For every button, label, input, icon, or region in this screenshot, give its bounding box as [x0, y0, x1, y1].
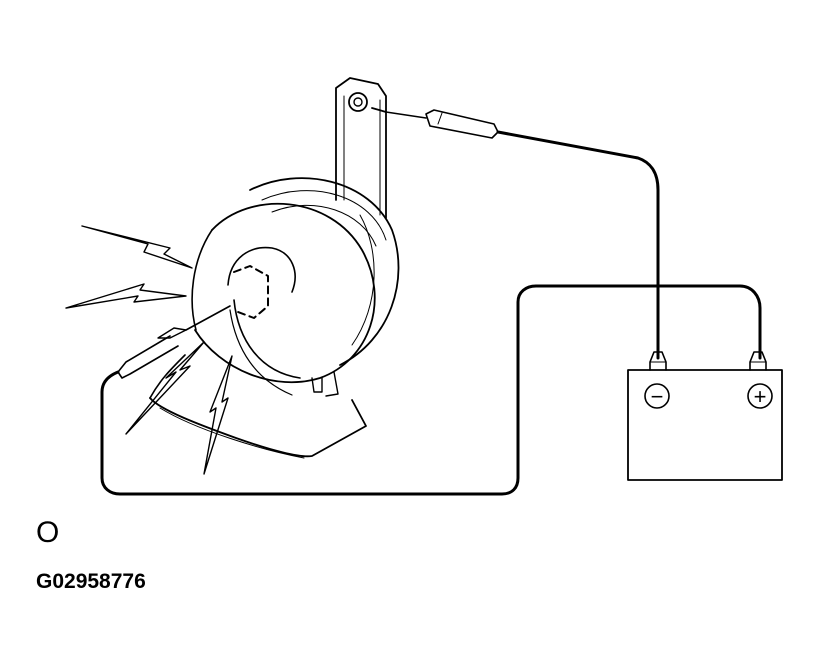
mounting-bracket: [335, 77, 387, 219]
result-mark: O: [36, 516, 60, 549]
battery-positive-symbol: +: [754, 384, 767, 409]
figure-code: G02958776: [36, 570, 146, 593]
sound-wave-icon: [65, 225, 233, 475]
battery-negative-symbol: −: [651, 384, 664, 409]
test-lead-icon: [100, 284, 762, 496]
test-lead-icon: [371, 107, 660, 360]
horn-icon: [149, 177, 400, 459]
battery-icon: − +: [627, 351, 783, 481]
